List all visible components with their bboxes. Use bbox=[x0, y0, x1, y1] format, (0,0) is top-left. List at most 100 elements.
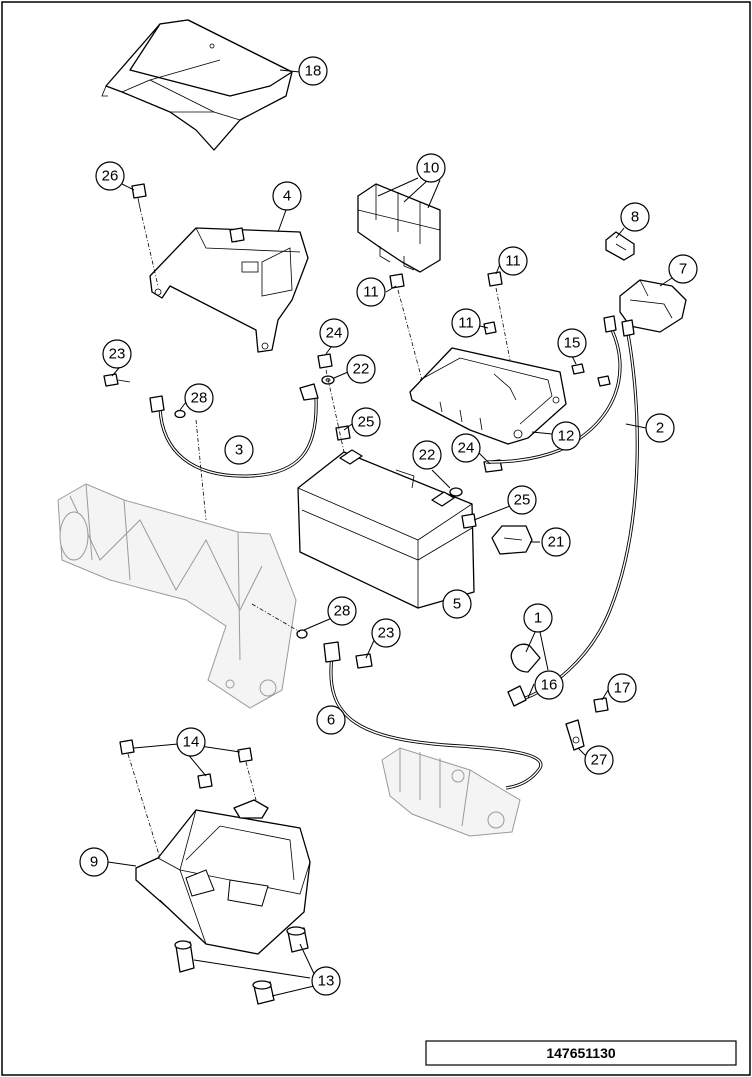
part-starter-relay bbox=[619, 279, 687, 333]
callout-label: 12 bbox=[558, 428, 575, 445]
part-relay-block bbox=[357, 183, 441, 273]
callout-26: 16 bbox=[534, 670, 564, 700]
callout-13: 28 bbox=[184, 383, 214, 413]
bolt-14-a bbox=[119, 739, 161, 859]
callout-label: 17 bbox=[614, 680, 631, 697]
callout-label: 4 bbox=[283, 188, 291, 205]
reference-number: 147651130 bbox=[546, 1045, 616, 1061]
bolt-bracket bbox=[229, 227, 245, 243]
callout-label: 11 bbox=[363, 284, 379, 301]
callout-1: 26 bbox=[95, 161, 125, 191]
part-tray bbox=[135, 799, 311, 955]
callout-label: 21 bbox=[548, 534, 565, 551]
part-cover bbox=[101, 19, 293, 151]
part-clip bbox=[565, 719, 585, 751]
callout-3: 10 bbox=[416, 153, 446, 183]
reference-box: 147651130 bbox=[425, 1040, 737, 1066]
callout-label: 25 bbox=[358, 414, 375, 431]
callout-8: 11 bbox=[451, 308, 481, 338]
callout-14: 25 bbox=[351, 407, 381, 437]
callout-label: 28 bbox=[191, 390, 208, 407]
part-battery bbox=[297, 449, 475, 609]
washer-22-lower bbox=[449, 487, 463, 497]
part-damper-a bbox=[174, 940, 195, 973]
frame-ghost bbox=[57, 483, 297, 709]
callout-label: 1 bbox=[534, 610, 542, 627]
callout-label: 27 bbox=[591, 752, 608, 769]
callout-label: 24 bbox=[458, 440, 475, 457]
callout-10: 22 bbox=[346, 354, 376, 384]
callout-label: 28 bbox=[334, 603, 351, 620]
callout-label: 13 bbox=[318, 973, 335, 990]
callout-6: 11 bbox=[356, 277, 386, 307]
callout-19: 22 bbox=[412, 440, 442, 470]
callout-12: 23 bbox=[102, 339, 132, 369]
callout-2: 4 bbox=[272, 181, 302, 211]
bolt-26 bbox=[131, 183, 159, 287]
callout-27: 17 bbox=[607, 673, 637, 703]
part-battery-holder bbox=[409, 347, 567, 445]
callout-22: 5 bbox=[442, 589, 472, 619]
callout-label: 7 bbox=[679, 261, 687, 278]
callout-17: 2 bbox=[645, 413, 675, 443]
callout-label: 23 bbox=[109, 346, 126, 363]
callout-29: 27 bbox=[584, 745, 614, 775]
callout-label: 18 bbox=[305, 63, 322, 80]
callout-9: 24 bbox=[319, 318, 349, 348]
callout-24: 23 bbox=[371, 618, 401, 648]
part-bracket bbox=[149, 227, 309, 353]
bolt-24-upper bbox=[317, 353, 333, 369]
cable-3 bbox=[103, 373, 319, 478]
callout-label: 3 bbox=[235, 442, 243, 459]
callout-0: 18 bbox=[298, 56, 328, 86]
callout-7: 11 bbox=[498, 246, 528, 276]
part-damper-b bbox=[286, 926, 309, 953]
callout-label: 15 bbox=[564, 335, 581, 352]
bolt-17 bbox=[593, 697, 609, 713]
callout-label: 6 bbox=[327, 712, 335, 729]
cable-6 bbox=[195, 419, 543, 790]
callout-label: 14 bbox=[183, 734, 200, 751]
callout-5: 7 bbox=[668, 254, 698, 284]
part-damper-c bbox=[252, 980, 275, 1005]
callout-label: 16 bbox=[541, 677, 558, 694]
callout-28: 6 bbox=[316, 705, 346, 735]
callout-label: 11 bbox=[458, 315, 474, 332]
callout-label: 2 bbox=[656, 420, 664, 437]
bolt-11-b bbox=[487, 271, 511, 361]
callout-4: 8 bbox=[620, 202, 650, 232]
part-terminal-cover bbox=[491, 525, 533, 555]
callout-32: 13 bbox=[311, 966, 341, 996]
callout-label: 11 bbox=[505, 253, 521, 270]
part-terminal-boot bbox=[510, 643, 541, 673]
callout-16: 12 bbox=[551, 421, 581, 451]
callout-label: 9 bbox=[90, 854, 98, 871]
callout-30: 14 bbox=[176, 727, 206, 757]
callout-label: 22 bbox=[353, 361, 370, 378]
nut-25-lower bbox=[461, 513, 477, 529]
starter-motor-ghost bbox=[381, 747, 521, 837]
callout-31: 9 bbox=[79, 847, 109, 877]
callout-15: 3 bbox=[224, 435, 254, 465]
bolt-14-b bbox=[197, 773, 213, 789]
callout-label: 25 bbox=[514, 492, 531, 509]
bolt-11-c bbox=[483, 321, 497, 335]
nut-25-upper bbox=[325, 369, 351, 453]
part-fuse bbox=[605, 231, 635, 261]
nut-15 bbox=[571, 363, 611, 387]
callout-20: 25 bbox=[507, 485, 537, 515]
bolt-14-c bbox=[237, 747, 257, 801]
callout-label: 5 bbox=[453, 596, 461, 613]
callout-18: 24 bbox=[451, 433, 481, 463]
callout-label: 8 bbox=[631, 209, 639, 226]
callout-25: 1 bbox=[523, 603, 553, 633]
callout-23: 28 bbox=[327, 596, 357, 626]
callout-11: 15 bbox=[557, 328, 587, 358]
callout-label: 22 bbox=[419, 447, 436, 464]
bolt-11-a bbox=[389, 273, 423, 381]
callout-label: 26 bbox=[102, 168, 119, 185]
callout-label: 23 bbox=[378, 625, 395, 642]
